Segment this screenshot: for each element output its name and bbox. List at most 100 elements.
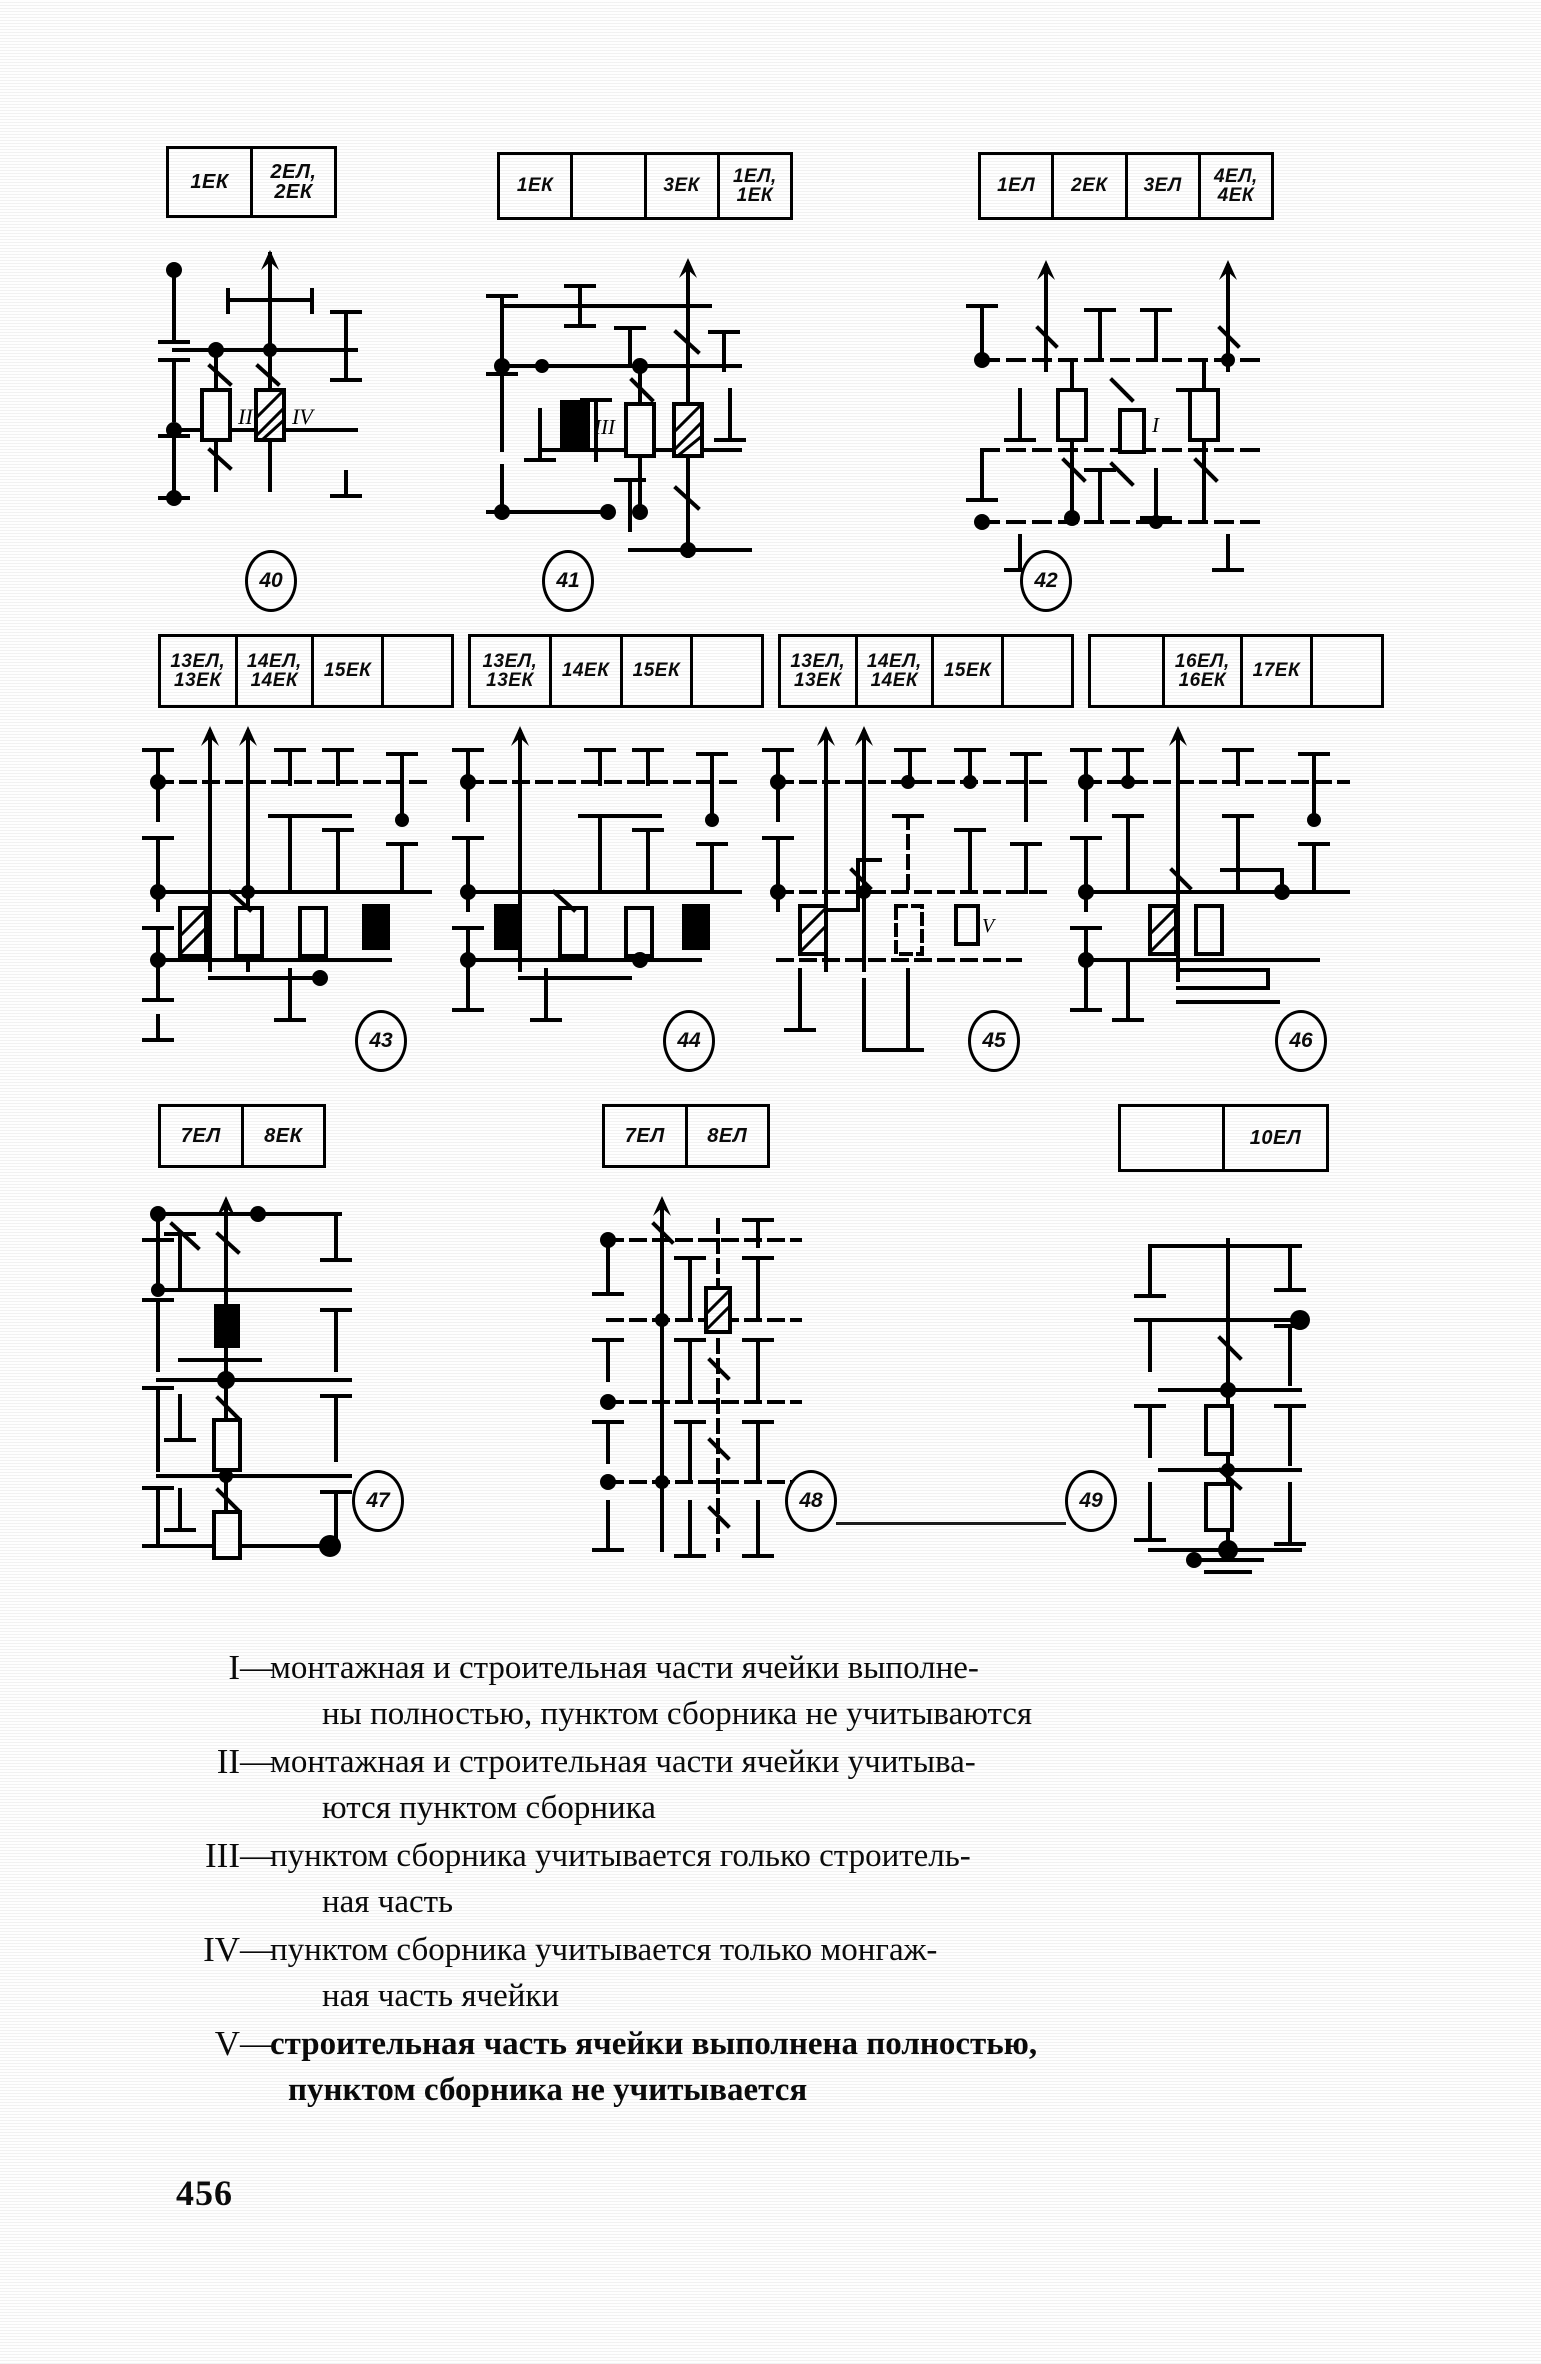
- legend-item: I — монтажная и строительная части ячейк…: [178, 1645, 1368, 1737]
- code-cell: 1ЕЛ, 1ЕК: [732, 165, 777, 206]
- legend-line-2: пунктом сборника не учитывается: [288, 2072, 808, 2108]
- code-table-fig-49: 10ЕЛ: [1118, 1104, 1329, 1172]
- element-label: V: [982, 915, 997, 937]
- legend-line-1: строительная часть ячейки выполнена полн…: [270, 2026, 1038, 2062]
- legend-line-2: ная часть: [322, 1884, 454, 1920]
- code-cell: 14ЕЛ, 14ЕК: [858, 637, 935, 705]
- circuit-diagram-fig-41: III: [480, 250, 780, 590]
- code-cell: 7ЕЛ: [161, 1107, 244, 1165]
- code-cell: 10ЕЛ: [1249, 1126, 1302, 1149]
- code-cell: [1091, 637, 1166, 705]
- legend: I — монтажная и строительная части ячейк…: [178, 1645, 1368, 2115]
- code-cell: 3ЕЛ: [1128, 155, 1201, 217]
- code-cell: 13ЕЛ, 13ЕК: [471, 637, 552, 705]
- legend-numeral: IV: [203, 1930, 240, 1969]
- legend-dash: —: [240, 1932, 273, 1968]
- legend-dash: —: [240, 1650, 273, 1686]
- legend-line-1: пунктом сборника учитывается голько стро…: [270, 1838, 971, 1874]
- legend-numeral: V: [214, 2024, 240, 2063]
- code-table-fig-41: 1ЕК 3ЕК 1ЕЛ, 1ЕК: [497, 152, 793, 220]
- code-cell: 15ЕК: [934, 637, 1005, 705]
- legend-numeral: I: [228, 1648, 240, 1687]
- code-cell: 2ЕЛ, 2ЕК: [270, 160, 317, 203]
- legend-item: IV — пунктом сборника учитывается только…: [178, 1927, 1368, 2019]
- code-table-fig-42: 1ЕЛ 2ЕК 3ЕЛ 4ЕЛ, 4ЕК: [978, 152, 1274, 220]
- code-cell: 15ЕК: [314, 637, 385, 705]
- legend-line-1: пунктом сборника учитывается только монг…: [270, 1932, 938, 1968]
- legend-dash: —: [240, 1838, 273, 1874]
- figure-number-49: 49: [1065, 1470, 1117, 1532]
- figure-number-46: 46: [1275, 1010, 1327, 1072]
- circuit-diagram-fig-49: [1110, 1220, 1330, 1590]
- figure-number-45: 45: [968, 1010, 1020, 1072]
- code-cell: 2ЕК: [1054, 155, 1128, 217]
- code-table-fig-44: 13ЕЛ, 13ЕК 14ЕК 15ЕК: [468, 634, 764, 708]
- code-cell: 1ЕК: [500, 155, 574, 217]
- code-cell: 17ЕК: [1243, 637, 1314, 705]
- circuit-diagram-fig-43: [140, 720, 450, 1050]
- code-cell: 14ЕЛ, 14ЕК: [238, 637, 315, 705]
- figure-number-42: 42: [1020, 550, 1072, 612]
- figure-number-43: 43: [355, 1010, 407, 1072]
- element-label: II: [237, 404, 254, 429]
- circuit-diagram-fig-40: II IV: [150, 240, 380, 540]
- connector-line-48-49: [836, 1522, 1066, 1525]
- legend-text: пунктом сборника учитывается только монг…: [270, 1927, 1368, 2019]
- code-cell: [1313, 637, 1381, 705]
- code-cell: [1004, 637, 1071, 705]
- legend-item: III — пунктом сборника учитывается гольк…: [178, 1833, 1368, 1925]
- element-label: IV: [291, 404, 315, 429]
- code-table-fig-47: 7ЕЛ 8ЕК: [158, 1104, 326, 1168]
- circuit-diagram-fig-46: [1068, 720, 1378, 1050]
- code-cell: [384, 637, 451, 705]
- code-cell: [1121, 1107, 1225, 1169]
- code-cell: 14ЕК: [552, 637, 623, 705]
- circuit-diagram-fig-47: [140, 1190, 380, 1580]
- code-cell: 13ЕЛ, 13ЕК: [781, 637, 858, 705]
- figure-number-47: 47: [352, 1470, 404, 1532]
- legend-text: монтажная и строительная части ячейки вы…: [270, 1645, 1368, 1737]
- circuit-diagram-fig-48: [590, 1190, 830, 1580]
- figure-number-48: 48: [785, 1470, 837, 1532]
- legend-line-2: ны полностью, пунктом сборника не учитыв…: [322, 1696, 1033, 1732]
- legend-line-1: монтажная и строительная части ячейки вы…: [270, 1650, 979, 1686]
- legend-dash: —: [240, 2026, 273, 2062]
- code-table-fig-43: 13ЕЛ, 13ЕК 14ЕЛ, 14ЕК 15ЕК: [158, 634, 454, 708]
- code-cell: 4ЕЛ, 4ЕК: [1213, 165, 1258, 206]
- legend-line-2: ются пунктом сборника: [322, 1790, 656, 1826]
- legend-line-2: ная часть ячейки: [322, 1978, 560, 2014]
- code-cell: 8ЕК: [264, 1124, 303, 1147]
- legend-numeral: III: [205, 1836, 240, 1875]
- figure-number-40: 40: [245, 550, 297, 612]
- legend-text: пунктом сборника учитывается голько стро…: [270, 1833, 1368, 1925]
- code-cell: 3ЕК: [647, 155, 720, 217]
- element-label: I: [1151, 413, 1160, 437]
- code-cell: 13ЕЛ, 13ЕК: [161, 637, 238, 705]
- element-label: III: [593, 415, 616, 439]
- legend-item: V — строительная часть ячейки выполнена …: [178, 2021, 1368, 2113]
- legend-text: монтажная и строительная части ячейки уч…: [270, 1739, 1368, 1831]
- figure-number-44: 44: [663, 1010, 715, 1072]
- code-cell: 1ЕЛ: [981, 155, 1055, 217]
- code-cell: 8ЕЛ: [707, 1124, 748, 1147]
- code-cell: 16ЕЛ, 16ЕК: [1165, 637, 1243, 705]
- code-table-fig-45: 13ЕЛ, 13ЕК 14ЕЛ, 14ЕК 15ЕК: [778, 634, 1074, 708]
- legend-text: строительная часть ячейки выполнена полн…: [270, 2021, 1368, 2113]
- legend-numeral: II: [216, 1742, 240, 1781]
- legend-line-1: монтажная и строительная части ячейки уч…: [270, 1744, 976, 1780]
- figure-number-41: 41: [542, 550, 594, 612]
- code-cell: 1ЕК: [169, 149, 253, 215]
- code-cell: [693, 637, 761, 705]
- circuit-diagram-fig-45: V: [760, 720, 1070, 1070]
- code-cell: [573, 155, 647, 217]
- page-number: 456: [176, 2173, 233, 2213]
- legend-item: II — монтажная и строительная части ячей…: [178, 1739, 1368, 1831]
- code-cell: 15ЕК: [623, 637, 694, 705]
- circuit-diagram-fig-44: [450, 720, 760, 1050]
- code-table-fig-40: 1ЕК 2ЕЛ, 2ЕК: [166, 146, 337, 218]
- circuit-diagram-fig-42: I: [960, 250, 1280, 590]
- code-cell: 7ЕЛ: [605, 1107, 688, 1165]
- legend-dash: —: [240, 1744, 273, 1780]
- code-table-fig-46: 16ЕЛ, 16ЕК 17ЕК: [1088, 634, 1384, 708]
